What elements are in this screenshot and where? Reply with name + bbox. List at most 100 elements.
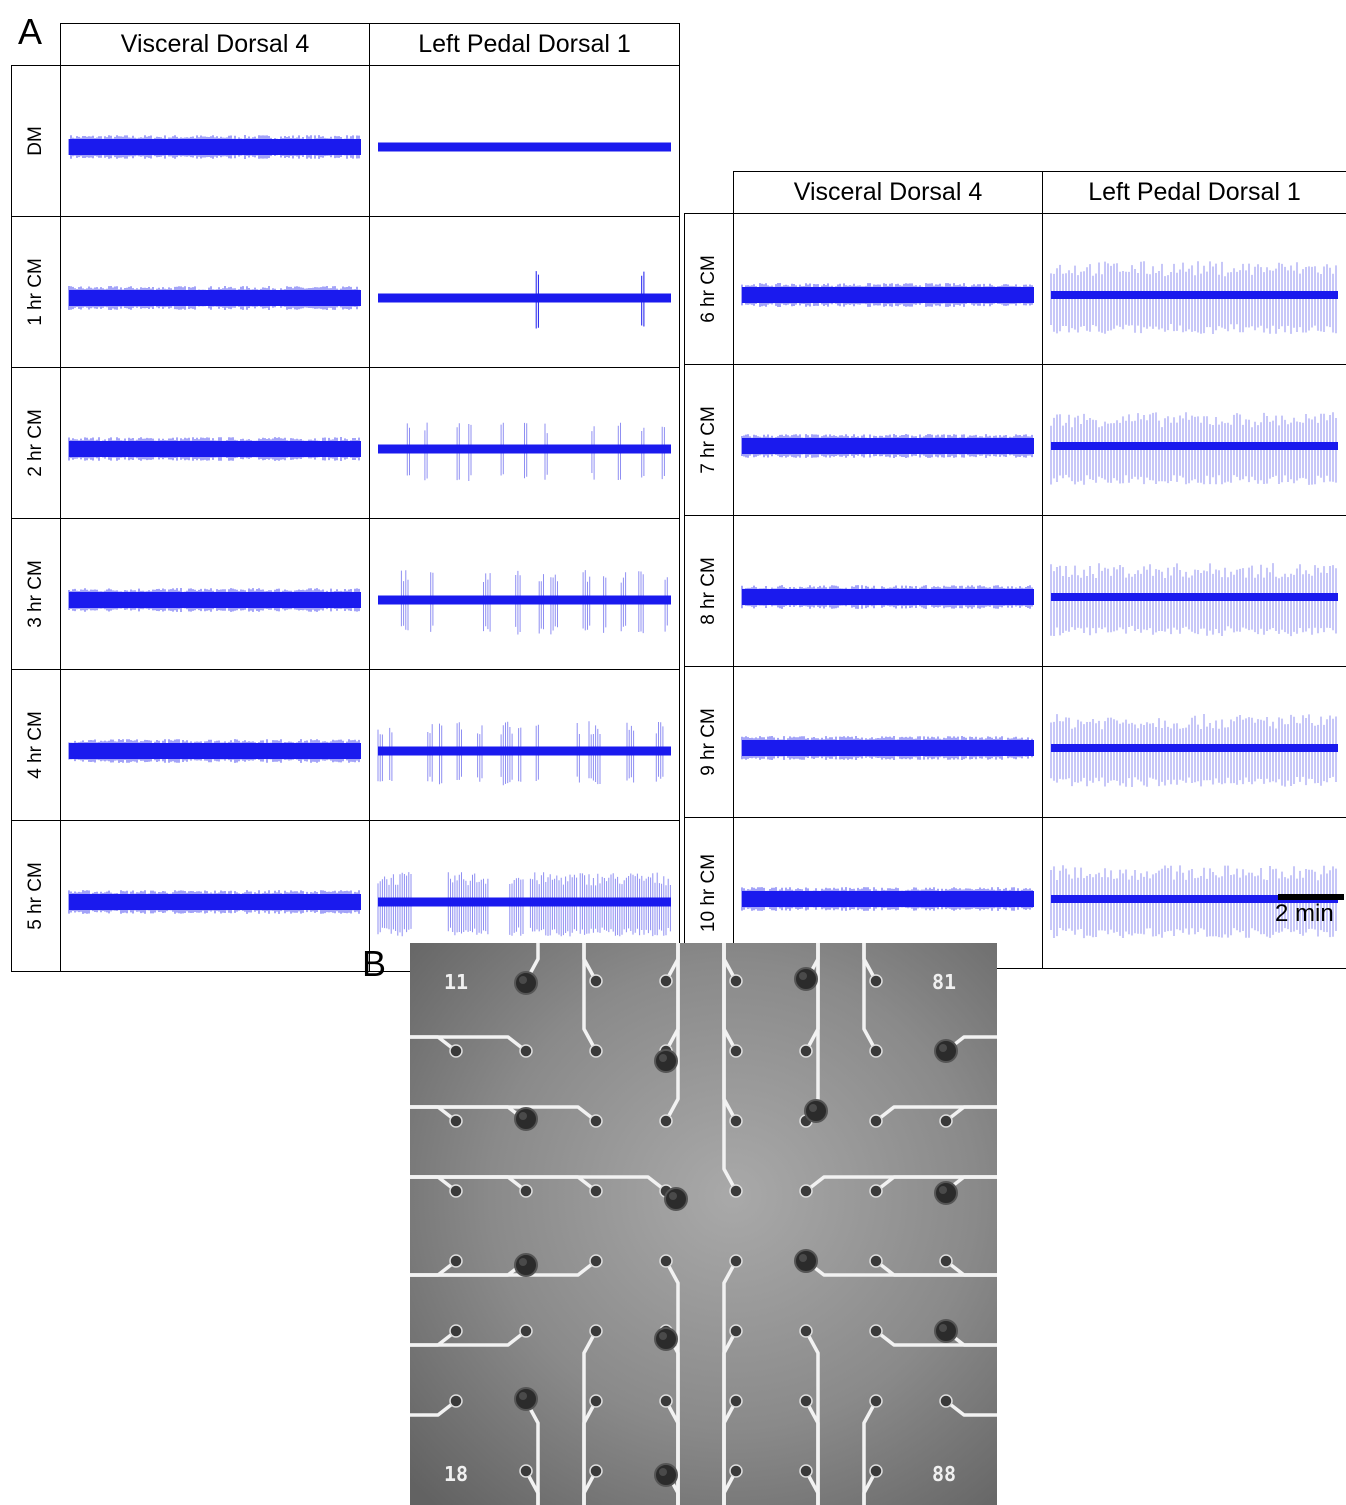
electrode-pad [449,1254,463,1268]
row-label: 9 hr CM [684,666,734,818]
panel-b-letter: B [362,943,387,984]
electrode-pad [659,1114,673,1128]
trace-vd4-7hr [741,434,1034,458]
trace-vd4-3hr [68,588,361,612]
electrode-label-88: 88 [932,1462,956,1486]
electrode-lead [410,1175,668,1193]
electrode-lead [874,1175,997,1193]
electrode-pad [589,974,603,988]
electrode-lead [664,943,680,1123]
soma-highlight [659,1332,667,1340]
electrode-pad [869,1394,883,1408]
electrode-lead [722,943,738,1193]
electrode-pad [869,1184,883,1198]
row-label: 5 hr CM [11,820,61,972]
electrode-lead [874,1259,997,1277]
neuron-soma [514,1253,538,1277]
trace-cell-vd4 [60,820,370,972]
soma-highlight [809,1104,817,1112]
electrode-leads [410,943,997,1505]
electrode-lead [944,1399,997,1417]
electrode-lead [410,1259,598,1277]
trace-cell-vd4 [60,367,370,519]
electrode-lead [874,1105,997,1123]
electrode-pad [869,974,883,988]
trace-cell-lpd1 [369,367,680,519]
neuron-soma [804,1099,828,1123]
noise-trace [68,739,360,763]
trace-vd4-6hr [741,283,1034,307]
panel-a-letter: A [18,11,43,52]
trace-lpd1-5hr [377,872,671,937]
electrode-pad [729,1394,743,1408]
neuron-soma [514,971,538,995]
baseline-band [1051,442,1338,450]
electrode-pad [729,1254,743,1268]
electrode-pad [449,1044,463,1058]
trace-vd4-5hr [68,890,361,914]
neuron-soma [934,1039,958,1063]
electrode-pad [799,1044,813,1058]
row-label: 7 hr CM [684,364,734,516]
soma-highlight [939,1186,947,1194]
row-label: 6 hr CM [684,213,734,365]
soma-highlight [799,972,807,980]
trace-cell-vd4 [60,518,370,670]
trace-cell-lpd1 [369,65,680,217]
electrode-pad [869,1114,883,1128]
electrode-pad [519,1464,533,1478]
electrode-lead [410,1399,458,1417]
trace-lpd1-6hr [1050,261,1338,334]
neuron-cells [514,967,958,1487]
baseline-band [378,444,671,454]
soma-highlight [659,1468,667,1476]
baseline-band [1051,895,1338,903]
electrode-pads [449,974,953,1478]
electrode-pad [799,1324,813,1338]
trace-lpd1-4hr [377,721,671,786]
right-recording-table: Visceral Dorsal 4 Left Pedal Dorsal 1 6 … [684,171,1346,969]
neuron-soma [654,1463,678,1487]
electrode-pad [449,1394,463,1408]
noise-trace [741,887,1033,911]
trace-cell-lpd1 [369,216,680,368]
electrode-label-11: 11 [444,970,468,994]
row-label: DM [11,65,61,217]
column-header-lpd1: Left Pedal Dorsal 1 [1042,171,1346,214]
electrode-pad [449,1184,463,1198]
trace-lpd1-8hr [1050,563,1338,637]
electrode-pad [659,1394,673,1408]
electrode-pad [729,1114,743,1128]
neuron-soma [664,1187,688,1211]
trace-vd4-1hr [68,286,361,310]
electrode-lead [524,1469,540,1505]
electrode-pad [729,974,743,988]
electrode-pad [589,1464,603,1478]
electrode-pad [449,1324,463,1338]
electrode-lead [410,1105,598,1123]
trace-vd4-4hr [68,739,361,763]
electrode-pad [659,974,673,988]
electrode-lead [862,943,878,1053]
trace-cell-lpd1 [369,669,680,821]
trace-cell-lpd1 [1042,364,1346,516]
electrode-lead [944,1105,997,1123]
trace-cell-vd4 [733,515,1043,667]
electrode-lead [804,1469,820,1505]
noise-trace [741,434,1033,458]
neuron-soma [934,1319,958,1343]
electrode-pad [589,1114,603,1128]
baseline-band [378,897,671,907]
electrode-lead [862,1399,878,1505]
electrode-pad [729,1464,743,1478]
trace-vd4-2hr [68,437,361,461]
trace-cell-vd4 [733,213,1043,365]
trace-cell-vd4 [60,216,370,368]
electrode-lead [874,1329,997,1347]
trace-cell-lpd1 [1042,213,1346,365]
soma-highlight [939,1044,947,1052]
column-header-vd4: Visceral Dorsal 4 [60,23,370,66]
electrode-pad [729,1044,743,1058]
electrode-pad [869,1044,883,1058]
electrode-pad [799,1464,813,1478]
